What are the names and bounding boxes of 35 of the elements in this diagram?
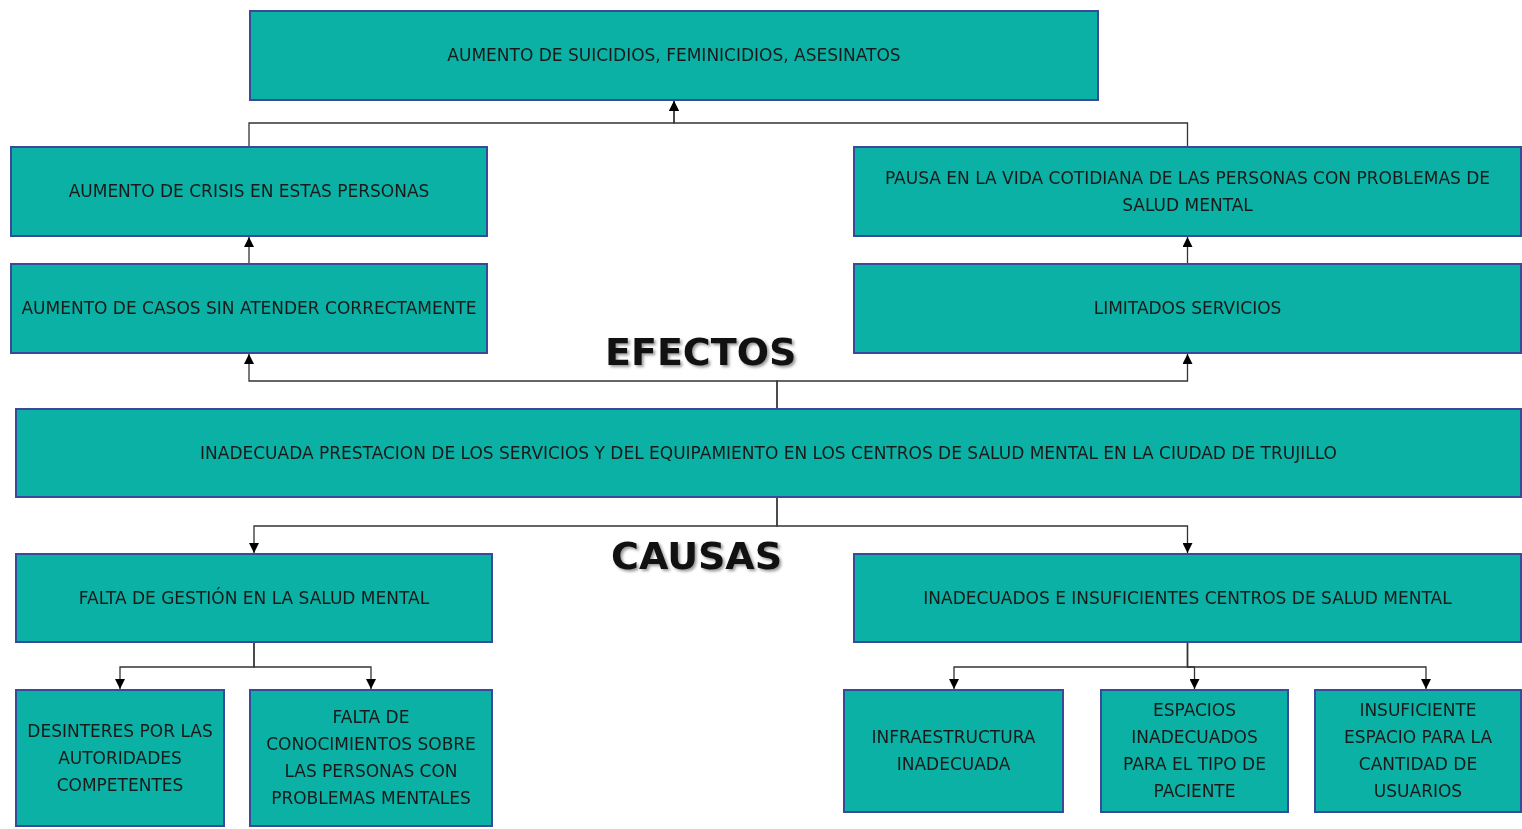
process-box	[1314, 689, 1522, 813]
process-box	[10, 263, 488, 354]
section-heading: EFECTOS	[605, 330, 797, 374]
process-box	[853, 263, 1522, 354]
process-box	[249, 10, 1099, 101]
box-text: INFRAESTRUCTURA INADECUADA	[870, 726, 1037, 776]
box-text: AUMENTO DE SUICIDIOS, FEMINICIDIOS, ASESINATOS	[447, 44, 901, 67]
connector-arrow	[1186, 642, 1431, 690]
box-text: LIMITADOS SERVICIOS	[1093, 297, 1282, 320]
process-box	[843, 689, 1064, 813]
box-text: INADECUADA PRESTACION DE LOS SERVICIOS Y DEL EQUIPAMIENTO EN LOS CENTROS DE SALUD MENTAL EN LA CIUDAD DE TRUJILLO	[200, 441, 1337, 465]
box-text: DESINTERES POR LAS AUTORIDADES COMPETENTES	[26, 719, 214, 797]
box-text: PAUSA EN LA VIDA COTIDIANA DE LAS PERSONAS CON PROBLEMAS DE SALUD MENTAL	[883, 166, 1492, 217]
box-text: FALTA DE GESTIÓN EN LA SALUD MENTAL	[78, 586, 430, 610]
box-text: INADECUADOS E INSUFICIENTES CENTROS DE SALUD MENTAL	[923, 586, 1452, 610]
connector-arrow	[244, 236, 254, 264]
box-text: AUMENTO DE CRISIS EN ESTAS PERSONAS	[68, 180, 430, 203]
process-box	[15, 408, 1522, 498]
process-box	[15, 689, 225, 827]
connector-arrow	[776, 353, 1193, 409]
process-box	[249, 689, 493, 827]
connector-arrow	[1182, 236, 1193, 264]
section-heading: CAUSAS	[611, 534, 783, 578]
box-text: ESPACIOS INADECUADOS PARA EL TIPO DE PACIENTE	[1122, 699, 1267, 803]
process-box	[1100, 689, 1289, 813]
connector-arrow	[253, 642, 376, 690]
connector-arrow	[669, 100, 1189, 147]
box-text: AUMENTO DE CASOS SIN ATENDER CORRECTAMENTE	[21, 297, 477, 320]
process-box	[10, 146, 488, 237]
process-box	[853, 553, 1522, 643]
box-text: FALTA DE CONOCIMIENTOS SOBRE LAS PERSONAS CON PROBLEMAS MENTALES	[265, 706, 477, 810]
connector-arrow	[776, 497, 1193, 554]
box-text: INSUFICIENTE ESPACIO PARA LA CANTIDAD DE USUARIOS	[1342, 699, 1494, 803]
process-box	[853, 146, 1522, 237]
process-box	[15, 553, 493, 643]
